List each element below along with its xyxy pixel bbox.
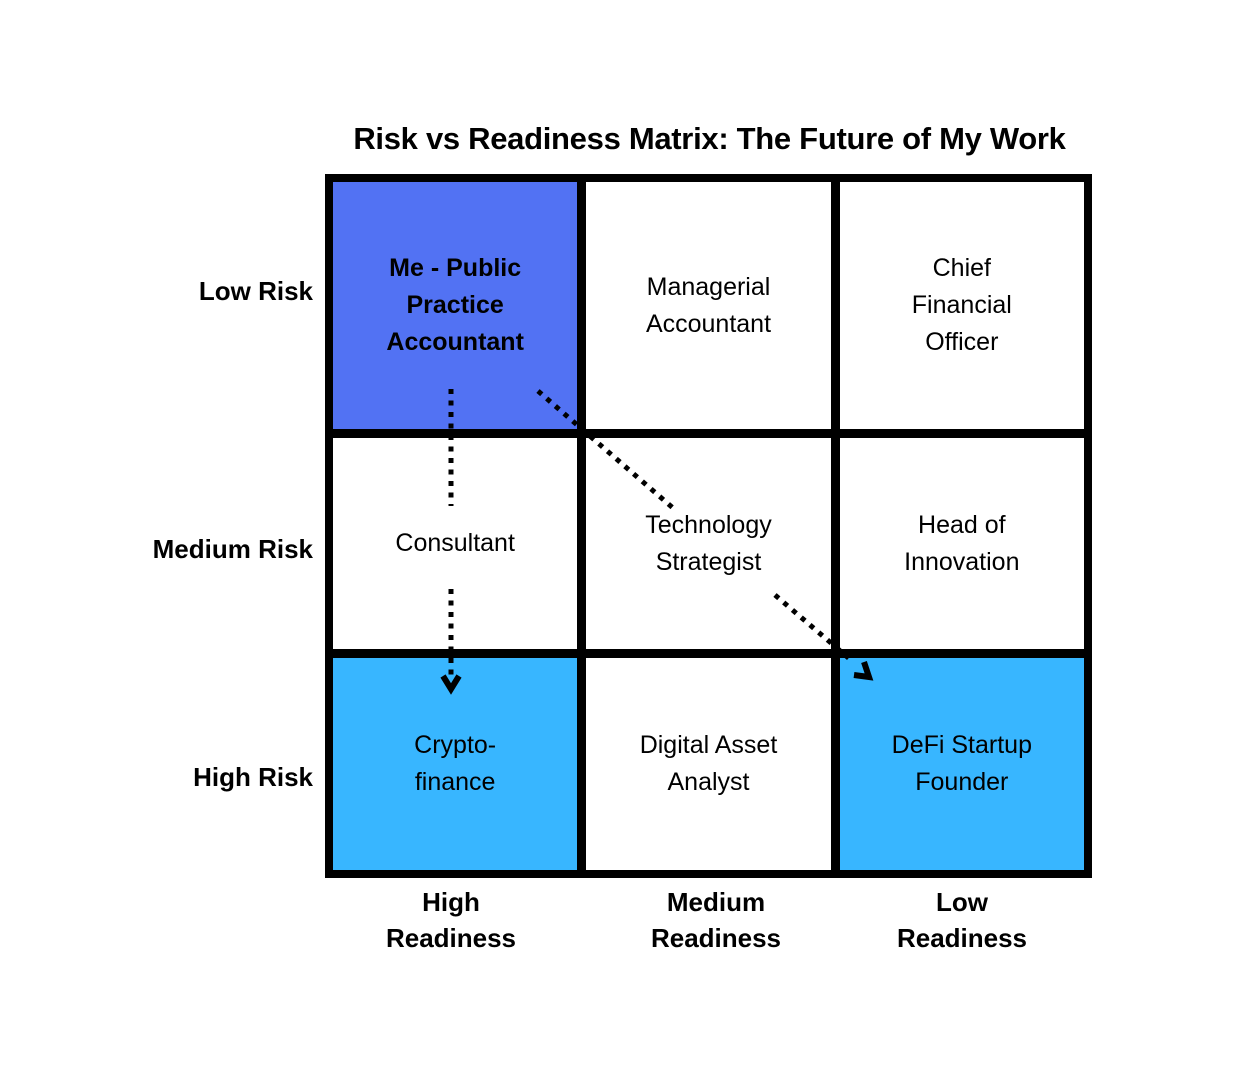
row-label-high-risk: High Risk bbox=[193, 762, 313, 792]
risk-readiness-matrix: Me - Public Practice Accountant Manageri… bbox=[325, 174, 1092, 878]
row-label-low-risk: Low Risk bbox=[198, 276, 313, 306]
col-label-high-readiness: High Readiness bbox=[385, 887, 517, 953]
col-label-medium-readiness: Medium Readiness bbox=[650, 887, 782, 953]
matrix-cell-defi-startup-founder: DeFi Startup Founder bbox=[839, 658, 1084, 870]
col-label-low-readiness: Low Readiness bbox=[896, 887, 1028, 953]
matrix-cell-consultant: Consultant bbox=[333, 438, 578, 649]
matrix-cell-chief-financial-officer: Chief Financial Officer bbox=[839, 182, 1084, 429]
matrix-cell-technology-strategist: Technology Strategist bbox=[586, 438, 831, 649]
matrix-cell-me-public-practice-accountant: Me - Public Practice Accountant bbox=[333, 182, 578, 429]
page-title: Risk vs Readiness Matrix: The Future of … bbox=[353, 121, 1066, 156]
matrix-cell-digital-asset-analyst: Digital Asset Analyst bbox=[586, 658, 831, 870]
matrix-cell-managerial-accountant: Managerial Accountant bbox=[586, 182, 831, 429]
row-label-medium-risk: Medium Risk bbox=[152, 534, 313, 564]
matrix-cell-crypto-finance: Crypto- finance bbox=[333, 658, 578, 870]
matrix-cell-head-of-innovation: Head of Innovation bbox=[839, 438, 1084, 649]
